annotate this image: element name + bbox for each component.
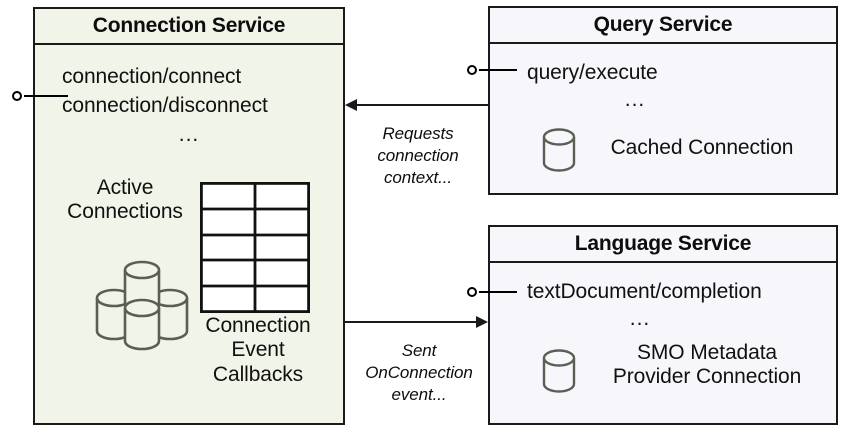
table-grid-icon xyxy=(199,181,310,313)
connection-service-ellipsis: ... xyxy=(178,123,200,146)
connector-line xyxy=(357,104,490,106)
connection-service-api-connect[interactable]: connection/connect xyxy=(62,65,242,88)
lollipop-ball-icon xyxy=(467,287,477,297)
connection-service-api-disconnect[interactable]: connection/disconnect xyxy=(62,94,268,117)
lollipop-stem-icon xyxy=(479,69,517,71)
connection-service-body: connection/connect connection/disconnect… xyxy=(35,45,343,423)
active-connections-label: Active Connections xyxy=(45,176,205,225)
active-connections-label-line2: Connections xyxy=(67,200,183,224)
smo-label-line2: Provider Connection xyxy=(612,365,802,389)
query-service-body: query/execute ... Cached Connection xyxy=(490,44,836,193)
connector-line xyxy=(345,321,478,323)
query-service-ellipsis: ... xyxy=(624,88,646,111)
connection-service-header: Connection Service xyxy=(35,9,343,45)
arrow-head-right-icon xyxy=(476,316,488,328)
cached-connection-database-cylinder-icon xyxy=(540,126,578,174)
query-service-socket-lollipop-icon[interactable] xyxy=(467,61,517,79)
language-service-body: textDocument/completion ... SMO Metadata… xyxy=(490,263,836,423)
lollipop-ball-icon xyxy=(12,91,22,101)
connection-service-title: Connection Service xyxy=(92,14,286,37)
callbacks-label-line3: Callbacks xyxy=(212,362,304,386)
query-service-title: Query Service xyxy=(593,13,733,36)
arrow-head-left-icon xyxy=(345,99,357,111)
connector-query-to-connection-label: Requests connection context... xyxy=(355,123,481,188)
cached-connection-label: Cached Connection xyxy=(610,136,794,159)
connector-label-line3: context... xyxy=(384,167,452,187)
query-service-api-execute[interactable]: query/execute xyxy=(527,61,658,84)
callbacks-label-line1: Connection xyxy=(205,314,311,337)
callbacks-label-line2: Event xyxy=(231,338,285,362)
query-service-header: Query Service xyxy=(490,8,836,44)
smo-metadata-database-cylinder-icon xyxy=(540,347,578,395)
query-service-box[interactable]: Query Service query/execute ... Cached C… xyxy=(488,6,838,195)
language-service-title: Language Service xyxy=(574,232,752,255)
connection-event-callbacks-label: Connection Event Callbacks xyxy=(183,314,333,387)
language-service-box[interactable]: Language Service textDocument/completion… xyxy=(488,225,838,425)
connector-label-line1: Requests xyxy=(382,124,454,143)
smo-metadata-provider-connection-label: SMO Metadata Provider Connection xyxy=(582,341,832,390)
language-service-ellipsis: ... xyxy=(629,307,651,330)
connector-label-line2: connection xyxy=(377,145,459,165)
connector-label-line1: Sent xyxy=(401,341,437,360)
lollipop-stem-icon xyxy=(24,95,68,97)
connection-service-socket-lollipop-icon[interactable] xyxy=(12,87,68,105)
language-service-header: Language Service xyxy=(490,227,836,263)
lollipop-stem-icon xyxy=(479,291,517,293)
active-connections-label-line1: Active xyxy=(96,176,154,199)
language-service-api-completion[interactable]: textDocument/completion xyxy=(527,280,762,303)
connector-label-line3: event... xyxy=(391,384,447,404)
connector-label-line2: OnConnection xyxy=(365,362,473,382)
connector-connection-to-language-label: Sent OnConnection event... xyxy=(352,340,486,405)
connection-service-box[interactable]: Connection Service connection/connect co… xyxy=(33,7,345,425)
lollipop-ball-icon xyxy=(467,65,477,75)
language-service-socket-lollipop-icon[interactable] xyxy=(467,283,517,301)
smo-label-line1: SMO Metadata xyxy=(636,341,778,364)
database-cluster-icon xyxy=(83,247,207,351)
